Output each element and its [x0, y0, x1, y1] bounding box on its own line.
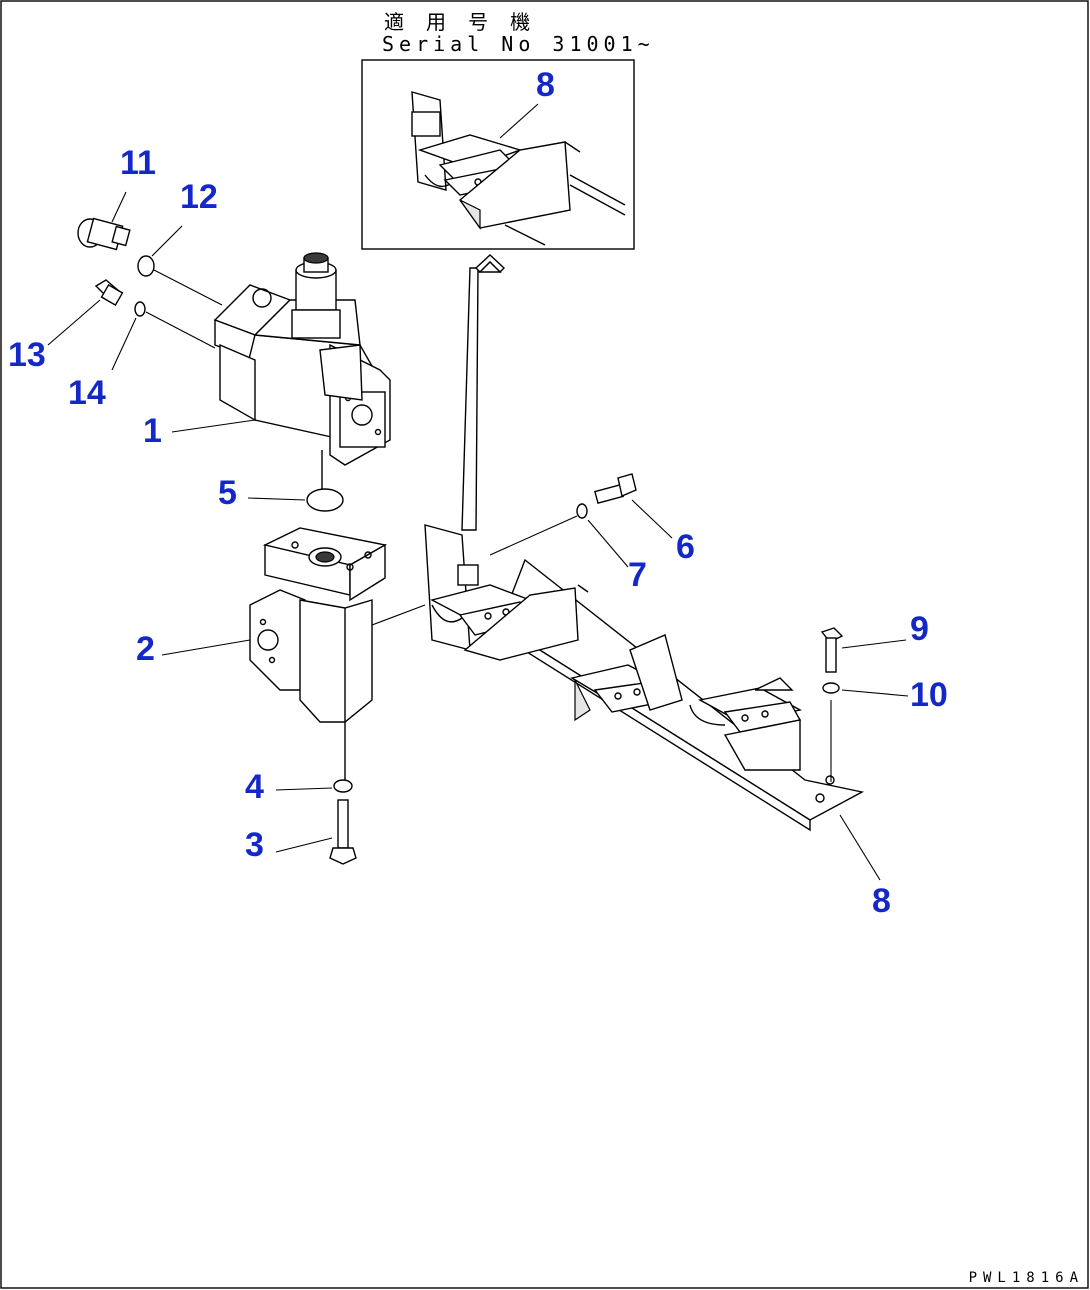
callout-8-main: 8	[872, 882, 891, 920]
part-7-washer	[576, 503, 588, 519]
part-5-o-ring	[306, 488, 344, 512]
callout-6: 6	[676, 528, 695, 566]
callout-3: 3	[245, 826, 264, 864]
detail-arrow	[461, 254, 506, 531]
drawing-number: PWL1816A	[968, 1270, 1084, 1286]
part-3-bolt	[275, 799, 357, 865]
inset-detail	[361, 59, 635, 250]
callout-9: 9	[910, 610, 929, 648]
part-13-fitting	[47, 279, 124, 346]
part-10-washer	[822, 682, 840, 694]
part-11-pressure-switch	[77, 191, 131, 251]
callout-8-inset: 8	[536, 66, 555, 104]
callout-2: 2	[136, 630, 155, 668]
callout-14: 14	[68, 374, 106, 412]
inset-frame	[361, 59, 635, 250]
part-14-o-ring	[134, 301, 146, 317]
part-2-manifold-block	[161, 527, 426, 780]
callout-5: 5	[218, 474, 237, 512]
applicable-machine-label: 適 用 号 機	[384, 10, 536, 34]
callout-1: 1	[143, 412, 162, 450]
part-4-washer	[333, 779, 353, 793]
callout-10: 10	[910, 676, 948, 714]
serial-number-label: Serial No 31001~	[382, 32, 655, 56]
callout-7: 7	[628, 556, 647, 594]
part-8-bracket	[424, 524, 881, 881]
callout-12: 12	[180, 178, 218, 216]
callout-13: 13	[8, 336, 46, 374]
callout-11: 11	[120, 144, 156, 182]
part-6-bolt	[594, 473, 673, 539]
callout-4: 4	[245, 768, 264, 806]
part-12-o-ring	[137, 255, 155, 277]
part-9-bolt	[820, 627, 907, 673]
part-1-solenoid-valve	[171, 252, 391, 490]
